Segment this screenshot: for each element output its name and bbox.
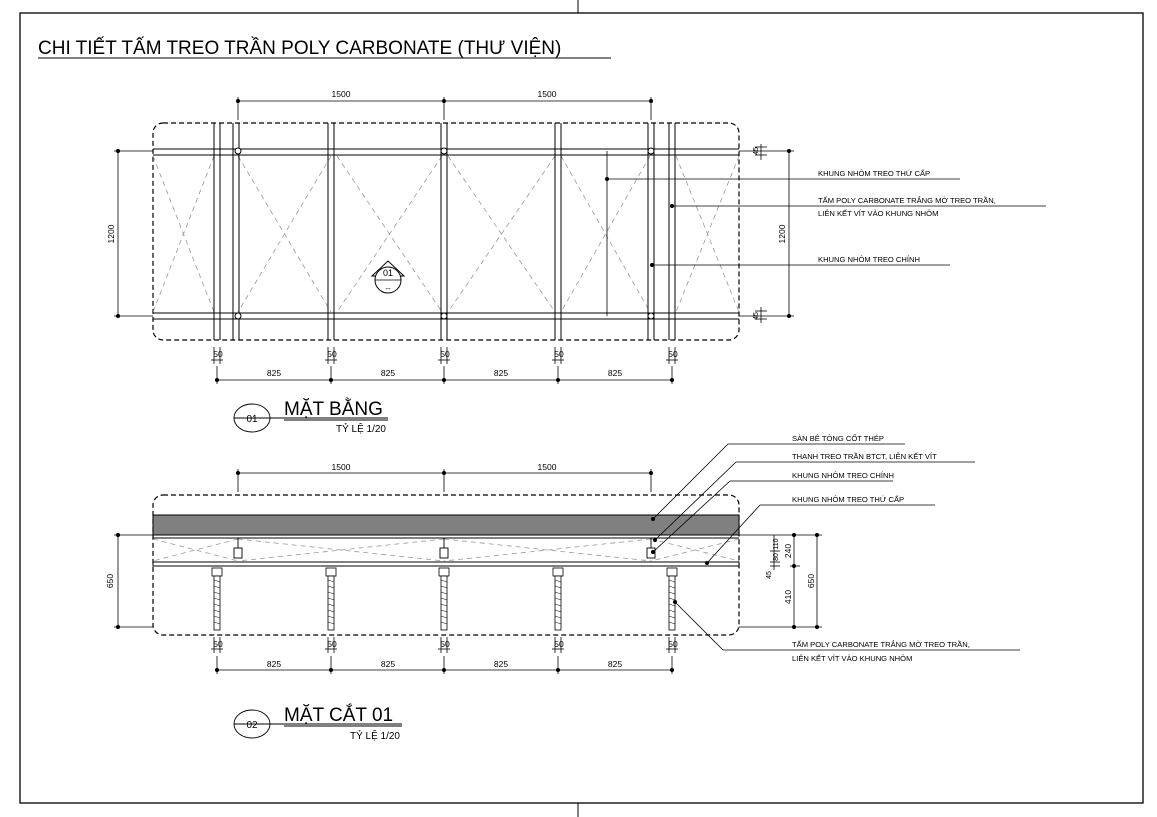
plan-dim-spacing-4: 825 [608,368,622,378]
hanger-circle-icon [647,312,655,320]
plan-dim-left [114,148,153,318]
section-dim-left [114,533,153,630]
section-note-main-frame: KHUNG NHÔM TREO CHÍNH [792,471,894,480]
plan-dim-top [235,97,654,120]
plan-main-rails [153,148,739,320]
plan-dim-posts [211,347,678,364]
plan-note-panel-1: TẤM POLY CARBONATE TRẮNG MỜ TREO TRẦN, [818,195,996,205]
section-dim-post-5: 50 [668,639,678,649]
section-dim-spacing-1: 825 [267,659,281,669]
hanger-circle-icon [440,147,448,155]
plan-dim-post-2: 50 [327,349,337,359]
section-dim-post-4: 50 [554,639,564,649]
section-dim-right-b: 80 [773,553,780,561]
plan-view-number: 01 [246,414,258,425]
section-dim-post-1: 50 [213,639,223,649]
section-main-rail [152,561,740,567]
plan-dim-post-4: 50 [554,349,564,359]
plan-dim-post-1: 50 [213,349,223,359]
section-dim-right-c: 45 [766,571,773,579]
plan-dim-right [739,144,794,323]
section-hatch [152,538,740,562]
hanger-circle-icon [440,312,448,320]
section-dim-spacing-4: 825 [608,659,622,669]
plan-outline [152,122,740,341]
hanger-circle-icon [234,312,242,320]
section-dim-post-3: 50 [440,639,450,649]
plan-dim-spacing [214,366,675,384]
section-dim-posts [211,637,678,653]
section-dim-top-2: 1500 [538,462,557,472]
plan-hanger-points [234,147,655,320]
section-note-panel-2: LIÊN KẾT VÍT VÀO KHUNG NHÔM [792,653,912,663]
section-dim-spacing-3: 825 [494,659,508,669]
section-dim-right-total: 650 [806,574,816,588]
section-marker-icon: 01 -- [370,260,406,294]
plan-dim-right-value: 1200 [777,224,787,243]
section-view-number: 02 [246,720,258,731]
hanger-circle-icon [647,147,655,155]
sheet-border [19,12,1144,804]
section-dim-spacing-2: 825 [381,659,395,669]
section-dim-right-e: 410 [783,590,793,604]
plan-dim-post-3: 50 [440,349,450,359]
section-note-secondary-frame: KHUNG NHÔM TREO THỨ CẤP [792,494,904,504]
section-marker-sheet: -- [385,284,391,293]
section-marker-number: 01 [383,268,393,278]
section-dim-spacing [214,656,675,674]
section-note-slab: SÀN BÊ TÔNG CỐT THÉP [792,433,884,443]
section-secondary-members [211,567,678,631]
plan-dim-spacing-3: 825 [494,368,508,378]
section-view-title: MẶT CẮT 01 [284,704,393,726]
plan-secondary-members [213,123,676,340]
concrete-slab [152,514,740,536]
plan-dim-spacing-1: 825 [267,368,281,378]
plan-dim-left-value: 1200 [106,224,116,243]
section-leaders [651,443,1020,651]
section-dim-right-d: 240 [783,544,793,558]
section-dim-right [739,533,822,630]
plan-view: 01 -- 1500 1500 1200 [106,89,1046,435]
section-view: 1500 1500 650 110 8 [105,433,1020,742]
section-view-label: 02 MẶT CẮT 01 TỶ LỆ 1/20 [233,704,402,742]
plan-note-main-frame: KHUNG NHÔM TREO CHÍNH [818,255,920,264]
plan-dim-top-small: 45 [753,147,760,155]
plan-dim-bottom-small: 45 [753,312,760,320]
plan-note-panel-2: LIÊN KẾT VÍT VÀO KHUNG NHÔM [818,208,938,218]
section-dim-post-2: 50 [327,639,337,649]
section-note-hanger-rod: THANH TREO TRẦN BTCT, LIÊN KẾT VÍT [792,451,937,461]
section-dim-left-value: 650 [105,574,115,588]
plan-view-scale: TỶ LỆ 1/20 [336,422,386,435]
sheet-title: CHI TIẾT TẤM TREO TRẦN POLY CARBONATE (T… [38,37,561,59]
section-dim-top-1: 1500 [332,462,351,472]
plan-dim-spacing-2: 825 [381,368,395,378]
plan-dim-post-5: 50 [668,349,678,359]
plan-leaders [605,151,1046,316]
hanger-circle-icon [234,147,242,155]
plan-note-secondary-frame: KHUNG NHÔM TREO THỨ CẤP [818,168,930,178]
section-dim-top [235,469,654,492]
plan-panel-hatch [152,155,740,313]
section-view-scale: TỶ LỆ 1/20 [350,729,400,742]
plan-dim-top-2: 1500 [538,89,557,99]
plan-view-title: MẶT BẰNG [284,398,383,420]
section-note-panel-1: TẤM POLY CARBONATE TRẮNG MỜ TREO TRẦN, [792,639,970,649]
plan-dim-top-1: 1500 [332,89,351,99]
section-hangers [233,538,656,559]
section-dim-right-a: 110 [773,538,780,549]
plan-view-label: 01 MẶT BẰNG TỶ LỆ 1/20 [233,398,388,435]
